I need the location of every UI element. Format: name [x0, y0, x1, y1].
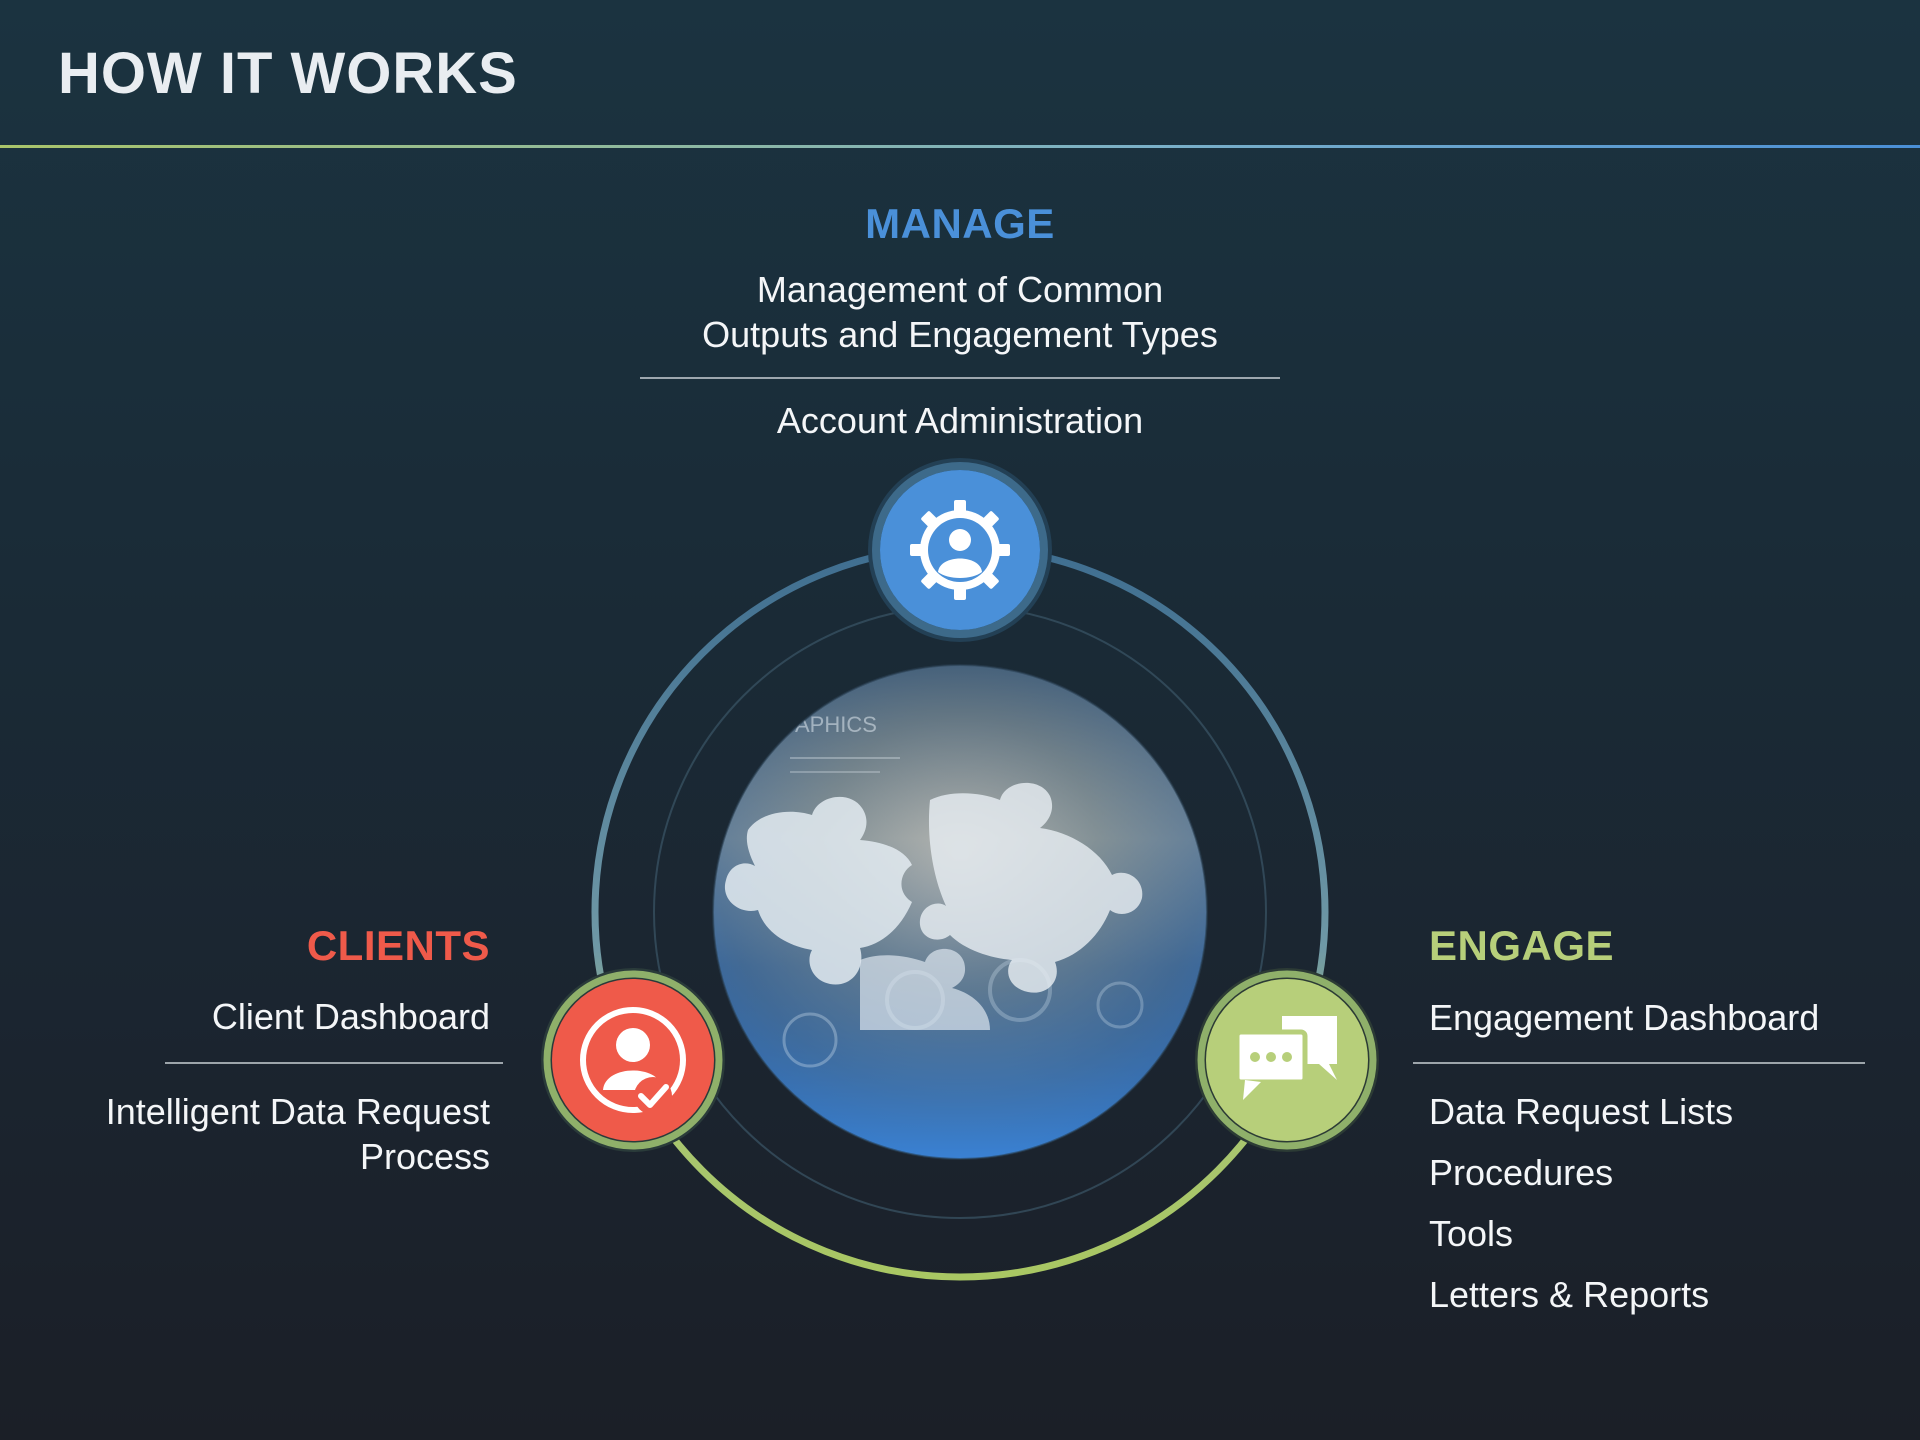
engage-list-item: Letters & Reports: [1429, 1274, 1710, 1315]
engage-list-item: Procedures: [1429, 1152, 1614, 1193]
page-title: HOW IT WORKS: [58, 41, 518, 106]
chat-bubbles-icon: [1234, 1016, 1337, 1100]
clients-item-data-request-line2: Process: [359, 1136, 490, 1177]
engage-list-item: Data Request Lists: [1429, 1091, 1734, 1132]
manage-description-line1: Management of Common: [756, 269, 1164, 310]
manage-item-account-administration: Account Administration: [776, 400, 1144, 441]
user-check-icon: [580, 1007, 686, 1115]
title-divider: [0, 145, 1920, 148]
svg-text:APHICS: APHICS: [795, 712, 877, 737]
engage-heading: ENGAGE: [1429, 922, 1615, 969]
clients-item-dashboard: Client Dashboard: [211, 996, 490, 1037]
clients-item-data-request-line1: Intelligent Data Request: [105, 1091, 490, 1132]
puzzle-pieces-image: APHICS: [713, 665, 1207, 1159]
engage-item-dashboard: Engagement Dashboard: [1429, 997, 1820, 1038]
clients-heading: CLIENTS: [306, 922, 490, 969]
manage-heading: MANAGE: [865, 200, 1055, 247]
engage-divider: [1413, 1062, 1865, 1064]
clients-divider: [165, 1062, 503, 1064]
manage-divider: [640, 377, 1280, 379]
manage-description-line2: Outputs and Engagement Types: [702, 314, 1218, 355]
engage-list-item: Tools: [1429, 1213, 1514, 1254]
gear-user-icon: [910, 500, 1010, 600]
